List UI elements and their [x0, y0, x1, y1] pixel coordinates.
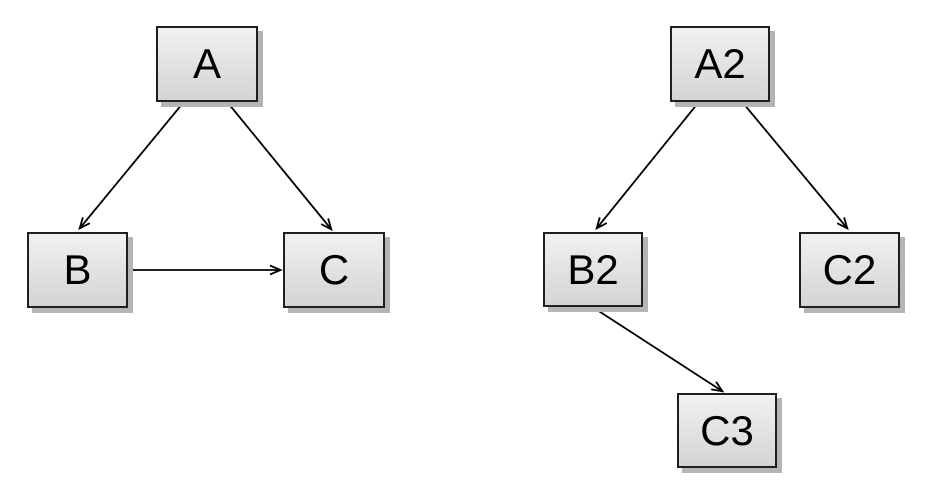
node-label-B: B	[63, 246, 92, 293]
edge-A2-C2	[742, 102, 849, 231]
node-A[interactable]: A	[156, 26, 258, 102]
node-label-A2: A2	[694, 40, 746, 87]
node-label-B2: B2	[567, 245, 619, 293]
node-label-C: C	[318, 246, 350, 293]
node-label-A: A	[192, 40, 221, 87]
node-C3[interactable]: C3	[677, 393, 777, 468]
edge-A2-B2	[595, 102, 699, 231]
node-label-C3: C3	[700, 406, 754, 454]
node-B[interactable]: B	[27, 232, 128, 308]
node-label-C2: C2	[822, 246, 877, 293]
node-C2[interactable]: C2	[799, 232, 900, 308]
edge-A-B	[78, 102, 184, 231]
node-B2[interactable]: B2	[543, 232, 643, 307]
edge-B2-C3	[593, 307, 725, 393]
node-C[interactable]: C	[283, 232, 385, 308]
edge-A-C	[227, 102, 333, 232]
node-A2[interactable]: A2	[670, 26, 770, 102]
